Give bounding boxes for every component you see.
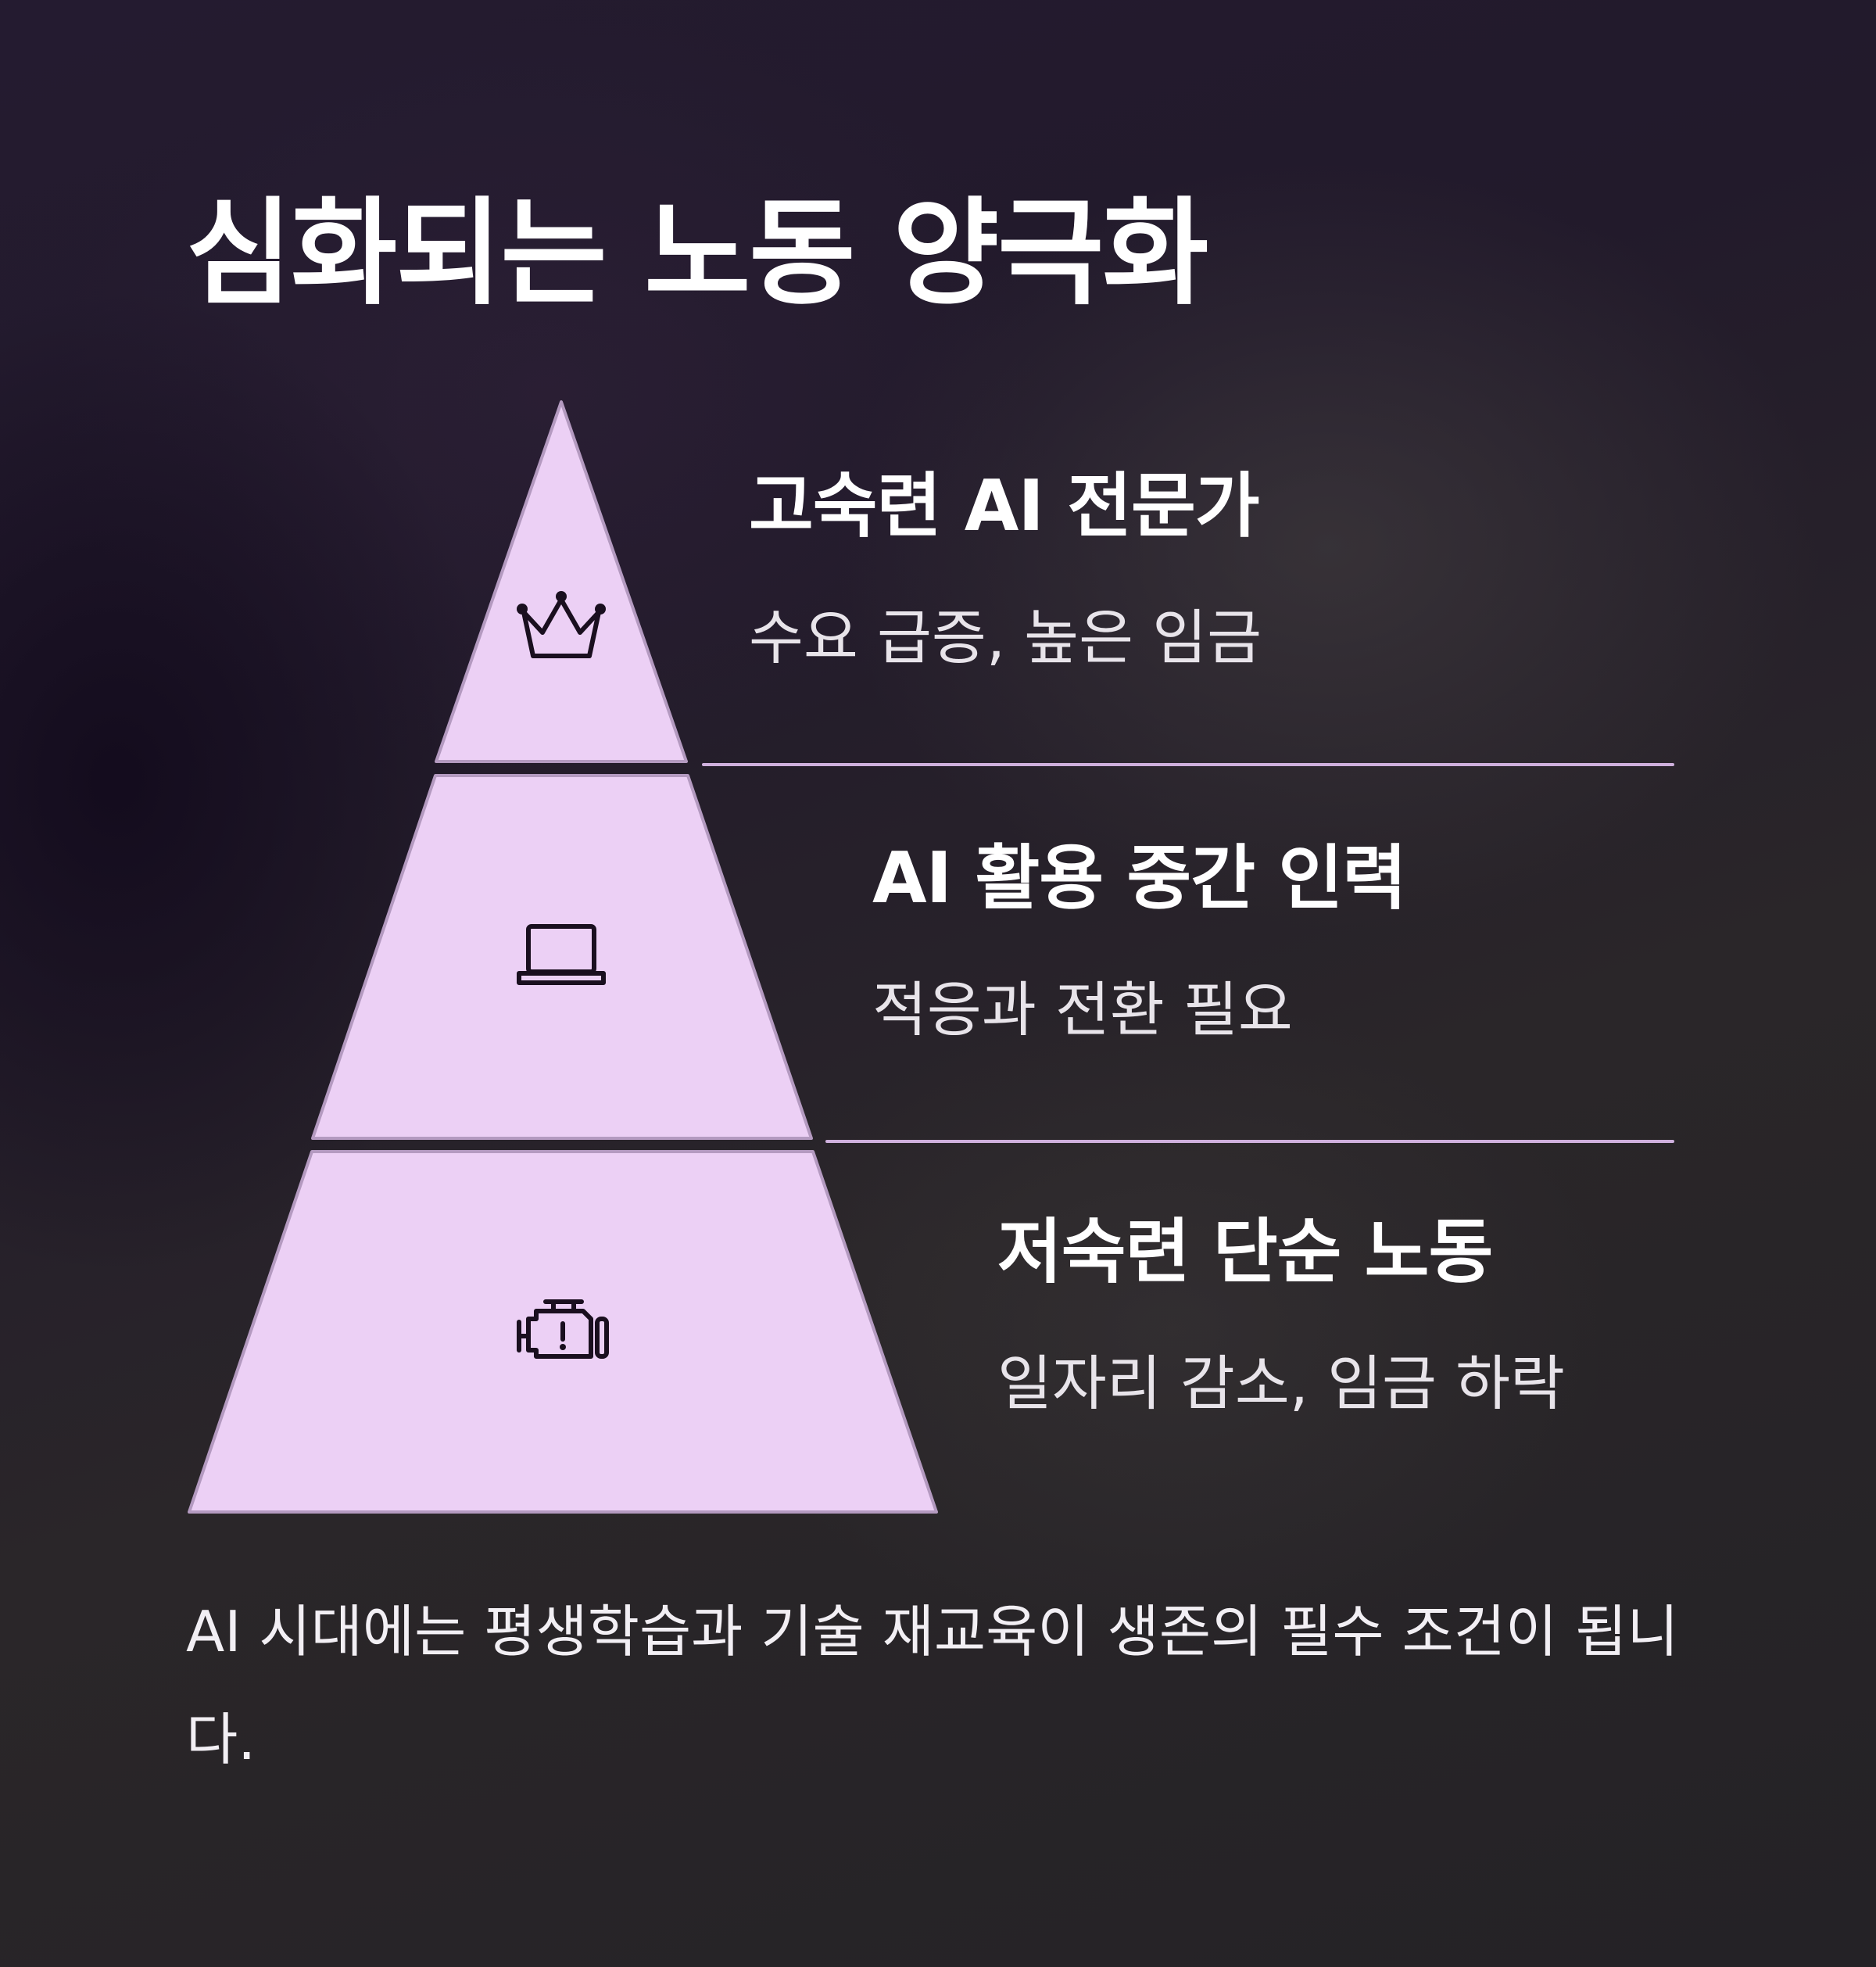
tier-top-description: 수요 급증, 높은 임금 <box>749 603 1262 672</box>
crown-icon <box>517 591 606 658</box>
page-title: 심화되는 노동 양극화 <box>186 186 1208 321</box>
engine-warning-icon <box>517 1299 609 1359</box>
tier-top-heading: 고숙련 AI 전문가 <box>749 465 1260 547</box>
tier-middle-heading: AI 활용 중간 인력 <box>872 837 1407 919</box>
laptop-icon <box>517 924 606 985</box>
pyramid-tier-top <box>435 400 688 763</box>
pyramid-tier-middle <box>311 774 813 1140</box>
tier-middle-description: 적응과 전환 필요 <box>872 975 1293 1044</box>
tier-bottom-heading: 저숙련 단순 노동 <box>997 1211 1493 1293</box>
footer-note: AI 시대에는 평생학습과 기술 재교육이 생존의 필수 조건이 됩니다. <box>186 1599 1679 1772</box>
tier-bottom-text: 저숙련 단순 노동 일자리 감소, 임금 하락 <box>997 1210 1565 1419</box>
tier-middle-text: AI 활용 중간 인력 적응과 전환 필요 <box>872 837 1407 1045</box>
tier-bottom-description: 일자리 감소, 임금 하락 <box>997 1349 1565 1418</box>
tier-top-text: 고숙련 AI 전문가 수요 급증, 높은 임금 <box>749 464 1262 673</box>
